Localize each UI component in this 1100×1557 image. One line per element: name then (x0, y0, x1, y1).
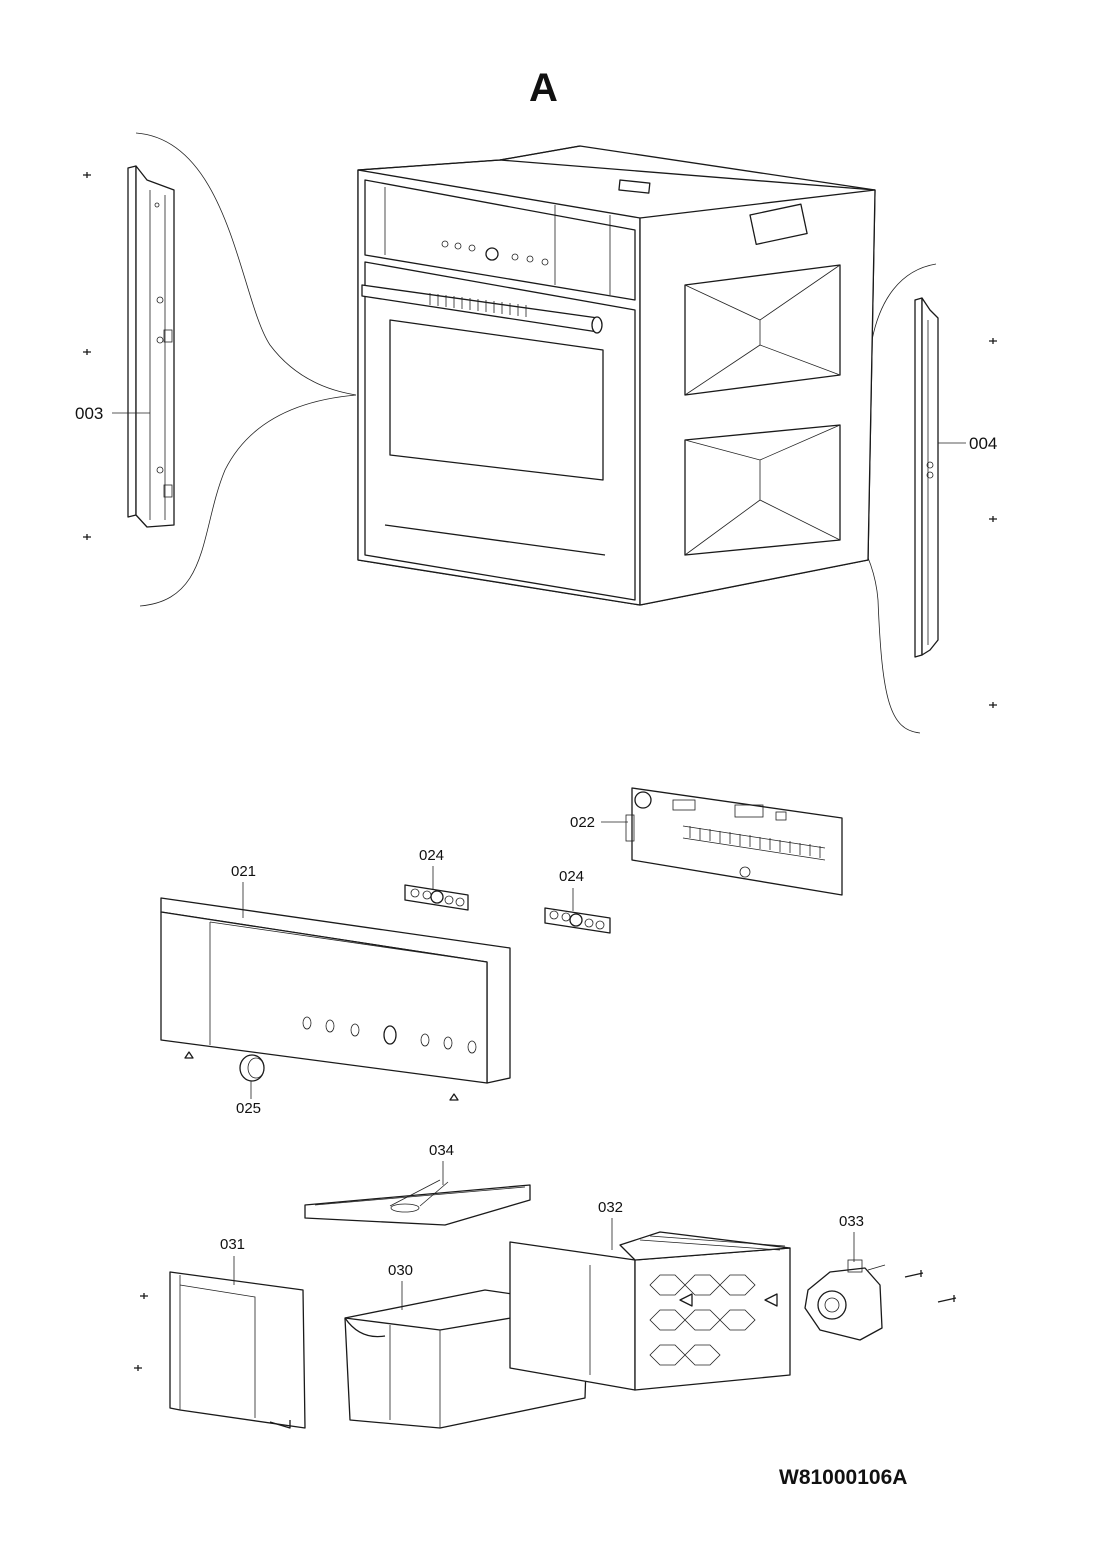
door-vents (429, 293, 527, 317)
button-strip-024a (404, 884, 469, 911)
front-panel-021 (160, 897, 511, 1101)
screw-icons-left (83, 172, 91, 540)
label-034: 034 (429, 1142, 455, 1159)
label-032: 032 (598, 1199, 624, 1216)
label-024-b: 024 (559, 868, 585, 885)
label-021: 021 (231, 863, 257, 880)
document-id: W81000106A (779, 1466, 908, 1489)
label-031: 031 (220, 1236, 246, 1253)
label-025: 025 (236, 1100, 262, 1117)
label-024-a: 024 (419, 847, 445, 864)
label-030: 030 (388, 1262, 414, 1279)
label-033: 033 (839, 1213, 865, 1230)
label-022: 022 (570, 814, 596, 831)
side-rail-003 (127, 165, 175, 528)
side-recesses (684, 203, 841, 556)
panel-holes (302, 1016, 477, 1054)
button-strip-024b (544, 907, 611, 934)
label-003: 003 (75, 404, 104, 423)
control-board-022 (625, 787, 843, 896)
screw-icons-033 (904, 1270, 957, 1303)
screw-icons-right (989, 338, 997, 708)
diagram-title: A (529, 66, 558, 110)
oven-body (357, 145, 876, 606)
steam-generator-032 (509, 1231, 791, 1391)
side-rail-004 (914, 297, 939, 658)
honeycomb-pattern (649, 1274, 756, 1366)
knob-025 (239, 1054, 265, 1082)
label-004: 004 (969, 434, 998, 453)
panel-knobs (441, 240, 549, 266)
cover-031 (169, 1271, 306, 1429)
pump-033 (804, 1259, 886, 1341)
tray-034 (304, 1179, 531, 1226)
screw-icons-031 (134, 1293, 148, 1371)
